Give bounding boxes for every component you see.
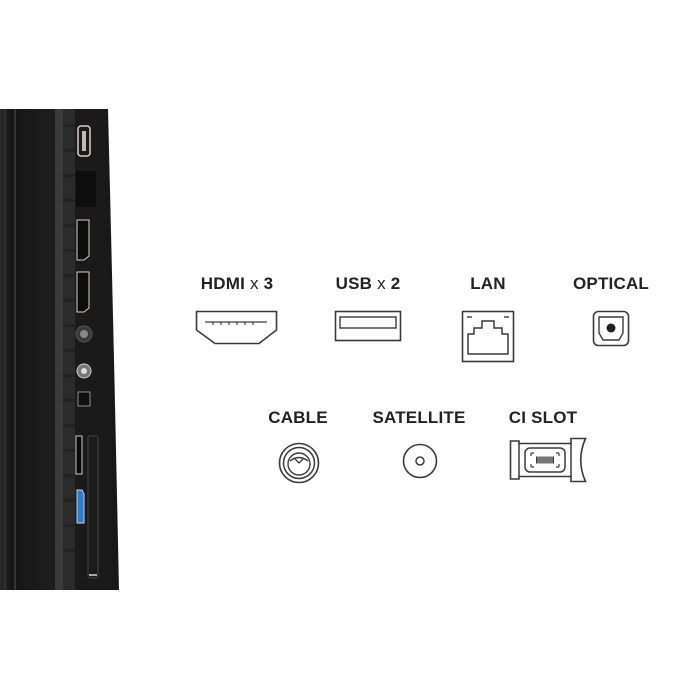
usb-port-icon — [334, 310, 402, 342]
lan-label: LAN — [470, 274, 506, 293]
ci-slot-icon — [509, 437, 587, 483]
usb-label: USB x 2 — [335, 274, 401, 293]
hdmi-label: HDMI x 3 — [200, 274, 274, 293]
ethernet-port-icon — [461, 310, 515, 363]
hdmi-port-icon — [195, 310, 278, 345]
tv-side-panel-image — [0, 109, 119, 590]
cable-label: CABLE — [268, 408, 328, 427]
satellite-port-icon — [402, 443, 438, 479]
ci-slot-label: CI SLOT — [508, 408, 578, 427]
coax-cable-port-icon — [278, 442, 320, 484]
optical-label: OPTICAL — [572, 274, 650, 293]
optical-port-icon — [592, 310, 630, 347]
satellite-label: SATELLITE — [372, 408, 466, 427]
